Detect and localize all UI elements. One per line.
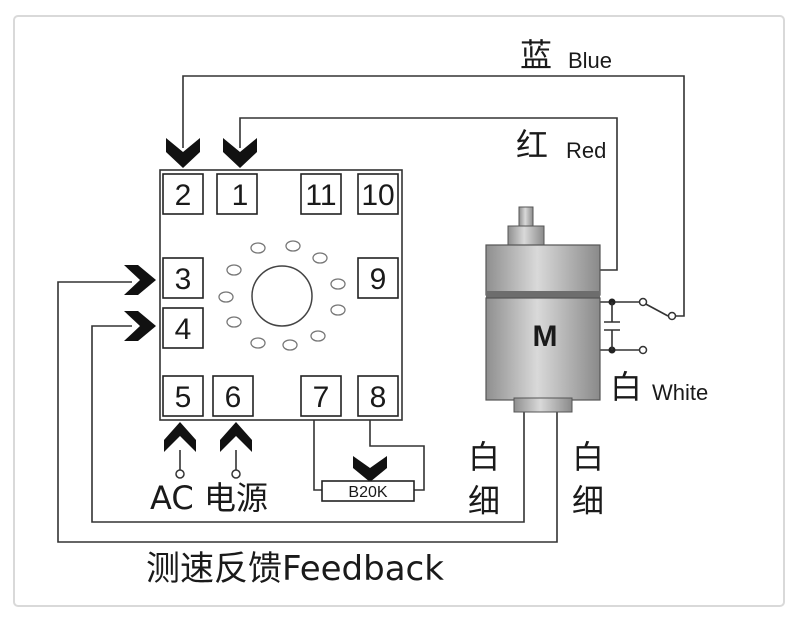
outer-frame	[13, 15, 785, 607]
pin-label-2: 2	[175, 179, 192, 212]
arrow-up-pin6-icon	[220, 422, 252, 452]
red-wire	[239, 117, 618, 271]
pin-label-1: 1	[232, 179, 249, 212]
white-label-cn: 白	[610, 368, 642, 406]
pin-box-7	[300, 375, 342, 417]
arrow-down-resistor-icon	[353, 456, 387, 482]
pin-label-9: 9	[370, 263, 387, 296]
socket-center-hole	[251, 265, 313, 327]
pin8-wire	[369, 420, 425, 491]
motor	[485, 206, 601, 413]
switch-contact-right	[667, 311, 677, 321]
motor-base	[513, 397, 573, 413]
ac-terminal-left	[175, 469, 185, 479]
feedback-wire-inner	[91, 325, 525, 523]
potentiometer-label: B20K	[348, 484, 387, 501]
motor-band	[486, 291, 600, 298]
pin-label-10: 10	[361, 179, 394, 212]
pin-box-3	[162, 257, 204, 299]
potentiometer	[321, 480, 415, 502]
white-thin-b-2: 细	[572, 482, 604, 520]
white-thin-a-1: 白	[468, 438, 500, 476]
ac-label-cn: 电源	[204, 479, 268, 517]
white-thin-a-2: 细	[468, 482, 500, 520]
pin-box-6	[212, 375, 254, 417]
motor-gearbox	[485, 244, 601, 296]
pin-label-3: 3	[175, 263, 192, 296]
pin-box-9	[357, 257, 399, 299]
red-label-cn: 红	[516, 126, 548, 164]
socket-pin-holes	[218, 240, 346, 351]
pin-box-10	[357, 173, 399, 215]
pin-box-2	[162, 173, 204, 215]
white-thin-b-1: 白	[572, 438, 604, 476]
blue-wire	[182, 75, 685, 317]
pin-label-8: 8	[370, 381, 387, 414]
pin-label-11: 11	[305, 179, 336, 212]
ac-label-en: AC	[150, 479, 194, 517]
arrows	[124, 138, 387, 482]
pin-box-4	[162, 307, 204, 349]
pin-label-4: 4	[175, 313, 192, 346]
white-label-en: White	[652, 380, 708, 405]
pin-box-1	[216, 173, 258, 215]
arrow-right-pin4-icon	[124, 311, 156, 341]
pin-label-6: 6	[225, 381, 242, 414]
ac-terminal-right	[231, 469, 241, 479]
blue-label-cn: 蓝	[520, 36, 552, 74]
pin-box-11	[300, 173, 342, 215]
red-label-en: Red	[566, 138, 606, 163]
feedback-label: 测速反馈Feedback	[146, 549, 444, 589]
pin-label-5: 5	[175, 381, 192, 414]
feedback-wire-outer	[57, 281, 558, 543]
pin-box-8	[357, 375, 399, 417]
arrow-up-pin5-icon	[164, 422, 196, 452]
white-terminal	[638, 345, 648, 355]
arrow-down-pin2-icon	[166, 138, 200, 168]
arrow-right-pin3-icon	[124, 265, 156, 295]
arrow-down-pin1-icon	[223, 138, 257, 168]
pin7-wire	[313, 420, 322, 491]
motor-body	[485, 297, 601, 401]
capacitor	[604, 302, 620, 350]
motor-label: M	[533, 320, 558, 353]
switch-contact-left	[638, 297, 648, 307]
pin-label-7: 7	[313, 381, 330, 414]
pin-box-5	[162, 375, 204, 417]
blue-label-en: Blue	[568, 48, 612, 73]
